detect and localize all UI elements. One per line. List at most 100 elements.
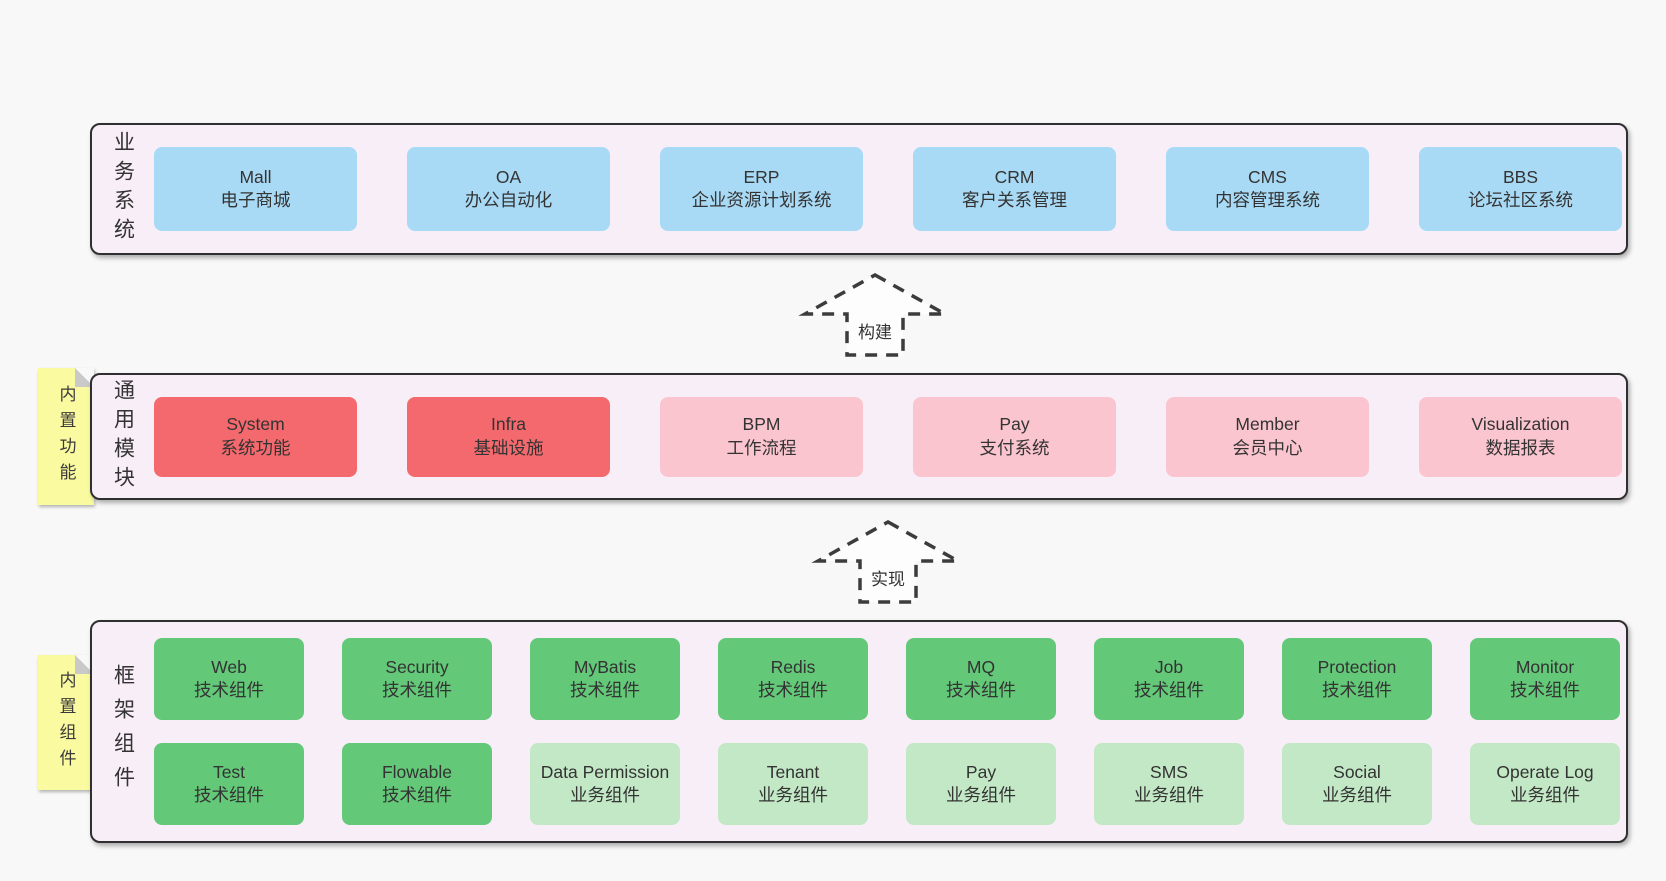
box-social: Social 业务组件: [1282, 743, 1432, 825]
band-common-modules: 通用模块 System 系统功能 Infra 基础设施 BPM 工作流程 Pay…: [90, 373, 1628, 500]
box-mybatis: MyBatis 技术组件: [530, 638, 680, 720]
box-name: Social: [1333, 761, 1381, 782]
box-desc: 内容管理系统: [1215, 190, 1320, 210]
box-name: Data Permission: [540, 761, 670, 782]
box-name: Pay: [965, 761, 997, 782]
dashed-up-arrow-icon: [811, 519, 965, 604]
box-tenant: Tenant 业务组件: [718, 743, 868, 825]
business-system-boxes: Mall 电子商城 OA 办公自动化 ERP 企业资源计划系统 CRM 客户关系…: [154, 125, 1626, 253]
box-oa: OA 办公自动化: [407, 147, 610, 231]
box-desc: 技术组件: [1322, 680, 1392, 700]
box-desc: 业务组件: [758, 785, 828, 805]
box-desc: 技术组件: [382, 785, 452, 805]
box-desc: 技术组件: [194, 680, 264, 700]
box-name: BPM: [742, 414, 781, 435]
box-name: Web: [211, 656, 247, 677]
box-monitor: Monitor 技术组件: [1470, 638, 1620, 720]
box-name: Flowable: [381, 761, 453, 782]
box-desc: 系统功能: [220, 437, 291, 458]
band-framework-components: 框架组件 Web 技术组件 Security 技术组件 MyBatis 技术组件…: [90, 620, 1628, 843]
box-desc: 办公自动化: [464, 190, 553, 210]
box-name: Test: [212, 761, 246, 782]
box-redis: Redis 技术组件: [718, 638, 868, 720]
box-cms: CMS 内容管理系统: [1166, 147, 1369, 231]
sticky-note-built-in-components: 内置组件: [38, 655, 94, 790]
box-name: Job: [1154, 656, 1184, 677]
box-name: ERP: [743, 166, 780, 187]
band-common-modules-label: 通用模块: [111, 378, 135, 495]
box-mq: MQ 技术组件: [906, 638, 1056, 720]
box-name: Member: [1235, 414, 1300, 435]
box-crm: CRM 客户关系管理: [913, 147, 1116, 231]
sticky-note-label: 内置组件: [56, 670, 76, 775]
box-desc: 技术组件: [1510, 680, 1580, 700]
box-protection: Protection 技术组件: [1282, 638, 1432, 720]
box-name: Infra: [490, 414, 527, 435]
box-desc: 业务组件: [946, 785, 1016, 805]
box-data-permission: Data Permission 业务组件: [530, 743, 680, 825]
box-erp: ERP 企业资源计划系统: [660, 147, 863, 231]
arrow-implement-label: 实现: [869, 565, 907, 590]
framework-component-rows: Web 技术组件 Security 技术组件 MyBatis 技术组件 Redi…: [154, 622, 1626, 841]
band-business-systems-label: 业务系统: [111, 131, 135, 247]
box-name: CMS: [1248, 166, 1287, 187]
box-system: System 系统功能: [154, 396, 357, 477]
box-desc: 技术组件: [570, 680, 640, 700]
box-name: Monitor: [1515, 656, 1575, 677]
box-job: Job 技术组件: [1094, 638, 1244, 720]
box-name: MQ: [966, 656, 996, 677]
box-bpm: BPM 工作流程: [660, 396, 863, 477]
box-flowable: Flowable 技术组件: [342, 743, 492, 825]
box-name: OA: [495, 166, 522, 187]
box-name: Mall: [239, 166, 272, 187]
band-business-systems: 业务系统 Mall 电子商城 OA 办公自动化 ERP 企业资源计划系统 CRM…: [90, 123, 1628, 255]
box-desc: 支付系统: [979, 437, 1050, 458]
band-framework-components-label: 框架组件: [111, 663, 135, 800]
box-sms: SMS 业务组件: [1094, 743, 1244, 825]
box-desc: 基础设施: [473, 437, 544, 458]
box-bbs: BBS 论坛社区系统: [1419, 147, 1622, 231]
box-desc: 技术组件: [946, 680, 1016, 700]
box-name: Pay: [999, 414, 1030, 435]
box-desc: 论坛社区系统: [1468, 190, 1573, 210]
box-name: Redis: [770, 656, 816, 677]
box-security: Security 技术组件: [342, 638, 492, 720]
box-infra: Infra 基础设施: [407, 396, 610, 477]
box-desc: 技术组件: [1134, 680, 1204, 700]
box-name: BBS: [1502, 166, 1539, 187]
box-name: CRM: [994, 166, 1035, 187]
common-module-boxes: System 系统功能 Infra 基础设施 BPM 工作流程 Pay 支付系统…: [154, 375, 1626, 498]
arrow-build-label: 构建: [856, 318, 894, 343]
band-label-column: 业务系统: [92, 125, 154, 253]
box-pay-module: Pay 支付系统: [913, 396, 1116, 477]
box-desc: 技术组件: [758, 680, 828, 700]
sticky-note-label: 内置功能: [56, 384, 76, 489]
box-name: MyBatis: [573, 656, 637, 677]
box-operate-log: Operate Log 业务组件: [1470, 743, 1620, 825]
box-desc: 业务组件: [570, 785, 640, 805]
band-label-column: 通用模块: [92, 375, 154, 498]
box-desc: 业务组件: [1134, 785, 1204, 805]
box-test: Test 技术组件: [154, 743, 304, 825]
box-desc: 业务组件: [1322, 785, 1392, 805]
arrow-build: 构建: [795, 272, 955, 358]
box-desc: 技术组件: [194, 785, 264, 805]
box-pay-component: Pay 业务组件: [906, 743, 1056, 825]
box-name: Tenant: [766, 761, 820, 782]
box-name: Operate Log: [1496, 761, 1594, 782]
component-row-technical: Web 技术组件 Security 技术组件 MyBatis 技术组件 Redi…: [154, 638, 1620, 720]
box-visualization: Visualization 数据报表: [1419, 396, 1622, 477]
box-name: SMS: [1150, 761, 1188, 782]
box-desc: 客户关系管理: [962, 190, 1067, 210]
sticky-note-built-in-features: 内置功能: [38, 368, 94, 505]
box-desc: 数据报表: [1485, 437, 1556, 458]
box-name: Visualization: [1471, 414, 1570, 435]
box-desc: 技术组件: [382, 680, 452, 700]
component-row-business: Test 技术组件 Flowable 技术组件 Data Permission …: [154, 743, 1620, 825]
box-desc: 工作流程: [726, 437, 797, 458]
box-desc: 会员中心: [1232, 437, 1303, 458]
box-web: Web 技术组件: [154, 638, 304, 720]
box-desc: 业务组件: [1510, 785, 1580, 805]
box-name: System: [226, 414, 285, 435]
